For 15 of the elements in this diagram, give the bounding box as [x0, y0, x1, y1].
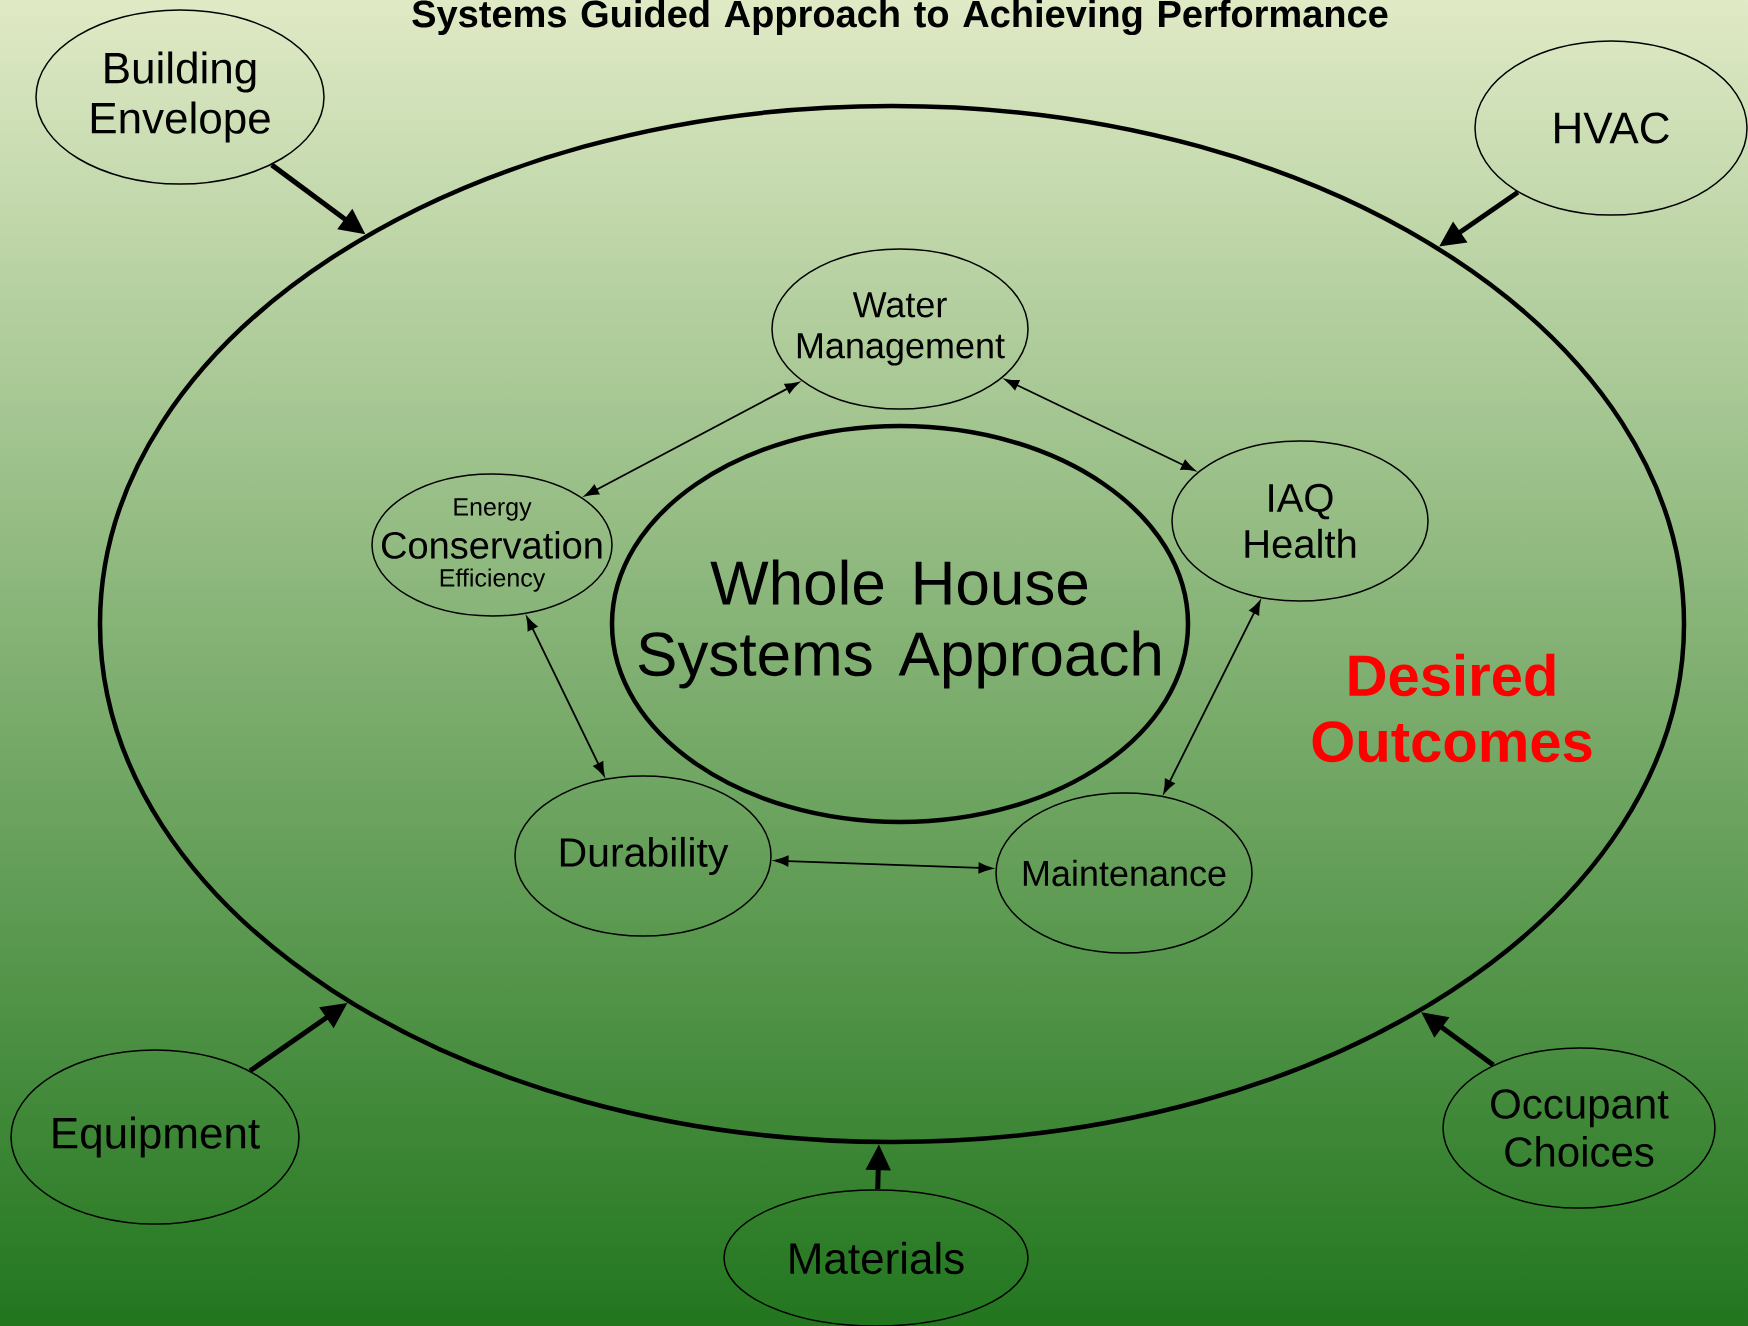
arrow: [1163, 600, 1261, 794]
arrow: [774, 855, 993, 874]
ellipse-node: Maintenance: [995, 792, 1253, 954]
ellipse-node: Water Management: [771, 248, 1029, 410]
arrow: [526, 616, 605, 777]
ellipse-node: Durability: [514, 775, 772, 937]
ellipse-node: Energy Conservation Efficiency: [371, 473, 613, 617]
ellipse-node: Occupant Choices: [1442, 1047, 1716, 1209]
ellipse-node: IAQ Health: [1171, 440, 1429, 602]
arrow: [1004, 378, 1196, 472]
ellipse-node: Equipment: [10, 1049, 300, 1225]
diagram-title: Systems Guided Approach to Achieving Performance: [412, 0, 1388, 36]
ellipse-node: HVAC: [1474, 40, 1748, 216]
arrow: [584, 382, 800, 497]
ellipse-node: Building Envelope: [35, 9, 325, 185]
